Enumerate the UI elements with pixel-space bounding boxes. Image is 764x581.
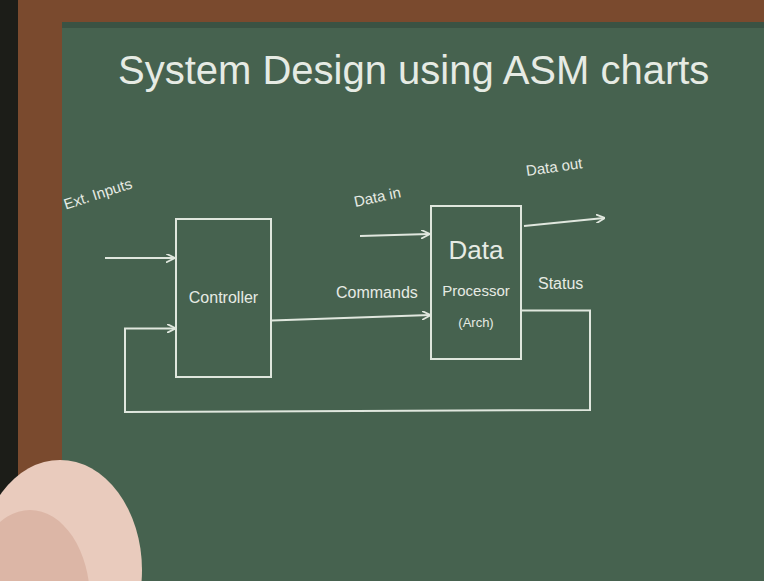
box-text: (Arch) [458,315,493,330]
input-arrow [105,257,174,259]
box-text: Processor [442,282,510,299]
output-arrow [524,218,604,226]
block-box: Controller [175,218,272,378]
connector-label: Commands [334,284,420,302]
box-text: Data [449,235,504,266]
input-arrow [360,234,429,236]
box-text: Controller [189,289,258,307]
connector-label: Status [536,275,585,293]
block-box: DataProcessor (Arch) [430,205,522,360]
board-title: System Design using ASM charts [118,48,709,93]
signal-connector [272,315,430,320]
